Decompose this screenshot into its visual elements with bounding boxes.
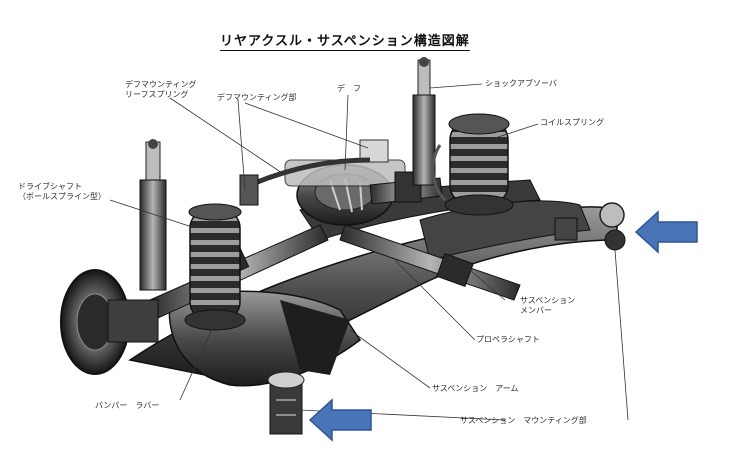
label-shock-absorber: ショックアブソーバ (485, 79, 557, 88)
right-shock-absorber-shape (412, 57, 436, 186)
label-bumper-rubber: バンパー ラバー (95, 401, 160, 410)
blue-arrow-front-mount (308, 398, 372, 442)
blue-arrow-front-mount-shape (308, 398, 372, 442)
label-suspension-member-text: サスペンション メンバー (520, 296, 576, 315)
label-suspension-member: サスペンション メンバー (520, 296, 575, 316)
left-shock-absorber-shape (139, 139, 167, 291)
left-brake-drum-shape (60, 269, 159, 375)
label-propeller-shaft: プロペラシャフト (476, 335, 540, 344)
front-mounting-shape (267, 371, 305, 435)
label-coil-spring: コイルスプリング (540, 118, 604, 127)
label-suspension-arm: サスペンション アーム (432, 384, 519, 393)
right-mounting-bushings-shape (554, 202, 626, 251)
label-drive-shaft: ドライブシャフト （ボールスプライン型） (18, 182, 106, 202)
label-differential: デ フ (337, 84, 361, 93)
label-diff-mounting-leaf-spring: デフマウンティング リーフスプリング (125, 80, 197, 100)
label-suspension-mounting: サスペンション マウンティング部 (460, 416, 587, 425)
left-coil-spring-shape (184, 203, 246, 331)
right-coil-spring-shape (431, 113, 514, 216)
blue-arrow-right-mount-shape (634, 210, 698, 254)
leader-lines (109, 83, 629, 421)
label-diff-mounting-part: デフマウンティング部 (217, 93, 297, 102)
diagram-title: リヤアクスル・サスペンション構造図解 (220, 30, 470, 51)
label-diff-mounting-leaf-spring-text: デフマウンティング リーフスプリング (125, 80, 197, 99)
blue-arrow-right-mount (634, 210, 698, 254)
label-drive-shaft-text: ドライブシャフト （ボールスプライン型） (18, 182, 106, 201)
